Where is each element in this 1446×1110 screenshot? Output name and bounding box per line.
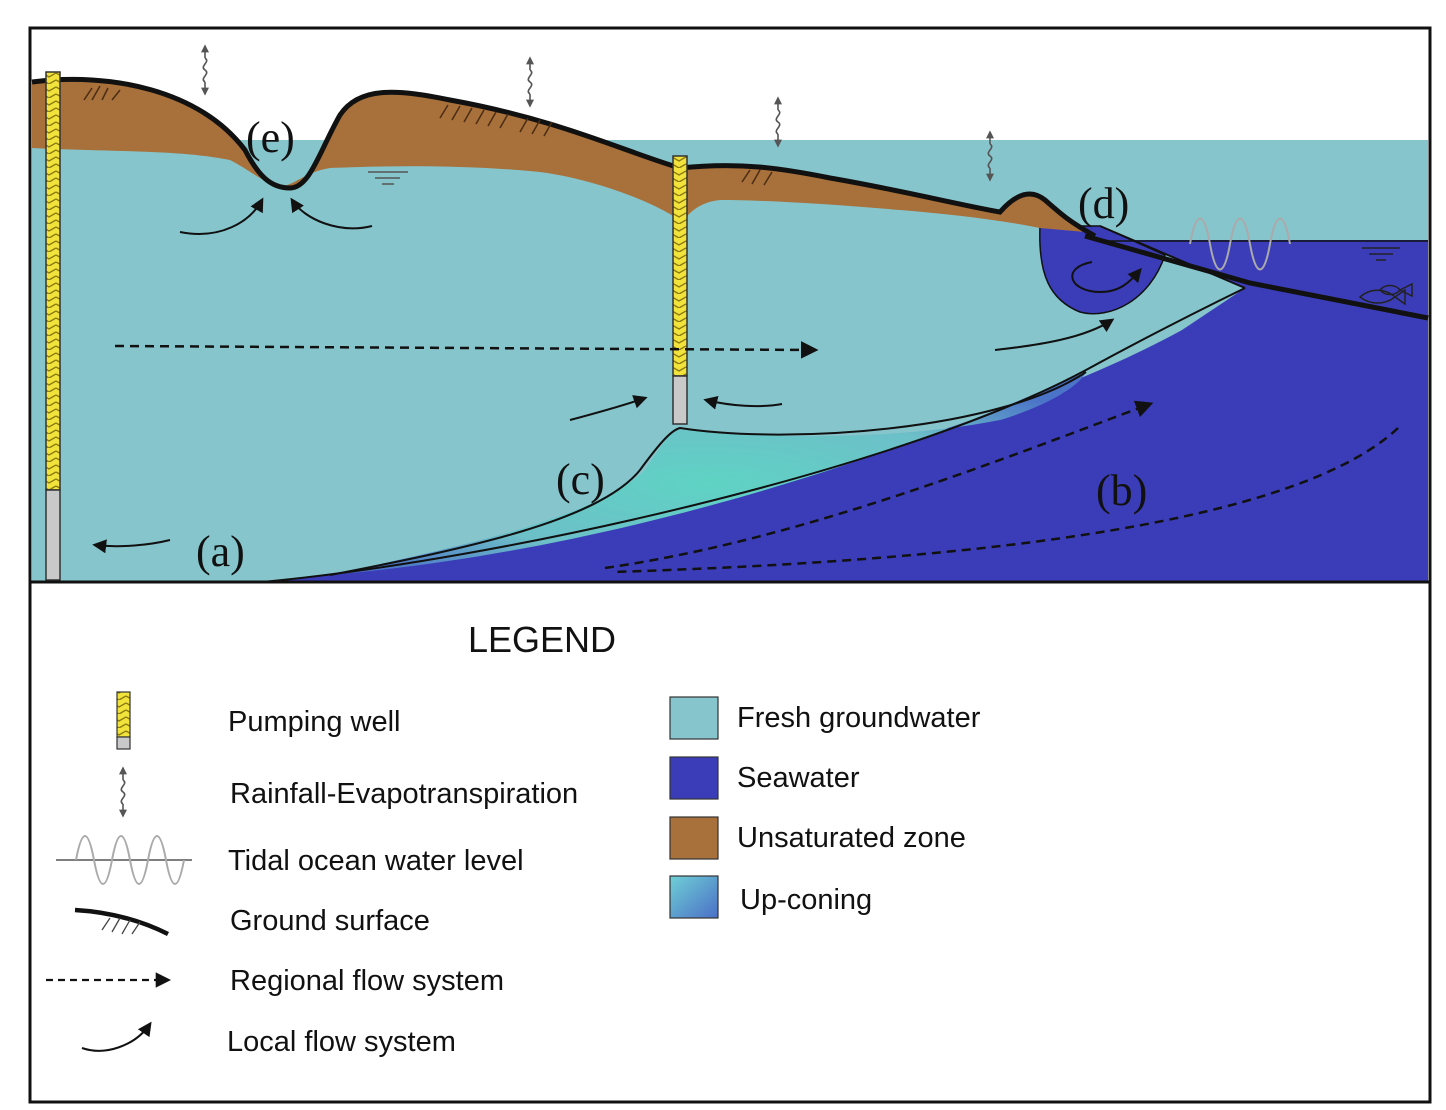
local-flow-arrow: [1071, 261, 1142, 294]
legend-label: Seawater: [737, 762, 860, 794]
regional-flow-arrow-sea-2: [611, 427, 1399, 574]
local-flow-arrow: [703, 395, 783, 410]
sea-floor-line: [1084, 233, 1429, 321]
fish-icon: [1358, 282, 1413, 306]
legend-item-upconing: Up-coning: [669, 875, 872, 919]
tidal-wave-icon: [56, 835, 192, 885]
legend-label: Tidal ocean water level: [228, 845, 524, 877]
water-table-marker-land: [368, 171, 408, 185]
upconing-zone: [330, 372, 1086, 575]
unsaturated-zone-swatch: [669, 816, 719, 860]
local-flow-arrow: [92, 539, 171, 554]
local-flow-arrow: [569, 395, 648, 421]
rainfall-evapotranspiration-icon: [526, 56, 534, 108]
local-flow-arrow: [179, 197, 264, 235]
legend-item-tidal-ocean-water-level: Tidal ocean water level: [56, 835, 524, 885]
rainfall-evapotranspiration-icon: [986, 130, 994, 182]
rainfall-evapotranspiration-icon: [774, 96, 782, 148]
rainfall-evapotranspiration-icon: [201, 44, 209, 96]
regional-flow-arrows: [114, 341, 1399, 574]
legend-item-regional-flow-system: Regional flow system: [46, 965, 504, 997]
ground-surface: [31, 76, 1097, 239]
legend-item-local-flow-system: Local flow system: [81, 1021, 456, 1058]
legend-label: Rainfall-Evapotranspiration: [230, 778, 578, 810]
label-c: (c): [556, 455, 605, 504]
regional-flow-arrow-fresh: [114, 341, 819, 359]
legend-label: Fresh groundwater: [737, 702, 981, 734]
seawater-zone: [262, 226, 1428, 582]
seawater-swatch: [669, 756, 719, 800]
legend-label: Ground surface: [230, 905, 430, 937]
legend-label: Unsaturated zone: [737, 822, 966, 854]
label-e: (e): [246, 113, 295, 162]
unsaturated-zone: [32, 79, 1085, 232]
upconing-swatch: [669, 875, 719, 919]
grass-marks: [83, 85, 773, 186]
legend-item-ground-surface: Ground surface: [74, 905, 430, 937]
freshwater-seawater-interface: [261, 287, 1246, 583]
tidal-wave-icon: [1189, 217, 1291, 271]
legend-item-seawater: Seawater: [669, 756, 860, 800]
legend-label: Pumping well: [228, 706, 400, 738]
legend-title: LEGEND: [468, 619, 616, 660]
regional-flow-arrow-sea-1: [604, 400, 1154, 570]
pumping-well-left: [45, 71, 61, 581]
curved-arrow-icon: [81, 1021, 152, 1052]
local-flow-arrow: [994, 318, 1115, 351]
legend-item-fresh-groundwater: Fresh groundwater: [669, 696, 981, 740]
pumping-well-icon: [116, 691, 131, 750]
ground-surface-icon: [74, 907, 170, 937]
local-flow-arrows: [92, 197, 1142, 554]
legend-label: Regional flow system: [230, 965, 504, 997]
legend-item-unsaturated-zone: Unsaturated zone: [669, 816, 966, 860]
label-b: (b): [1096, 466, 1147, 515]
legend-item-pumping-well: Pumping well: [116, 691, 400, 750]
local-flow-arrow: [290, 197, 373, 230]
pumping-well-center: [672, 155, 688, 425]
upconing-boundary: [329, 371, 1087, 576]
cross-section-panel: (a) (b) (c) (d) (e): [30, 44, 1430, 584]
coastal-interface: [1099, 225, 1246, 289]
water-table-marker-sea: [1362, 247, 1400, 261]
legend-label: Up-coning: [740, 884, 872, 916]
legend-item-rainfall-evapotranspiration: Rainfall-Evapotranspiration: [119, 766, 578, 818]
label-a: (a): [196, 527, 245, 576]
label-d: (d): [1078, 179, 1129, 228]
fresh-groundwater-swatch: [669, 696, 719, 740]
legend-label: Local flow system: [227, 1026, 456, 1058]
rainfall-evapotranspiration-icon: [119, 766, 127, 818]
legend: LEGEND Pumping well Rainfall-Evapotransp…: [46, 619, 981, 1058]
